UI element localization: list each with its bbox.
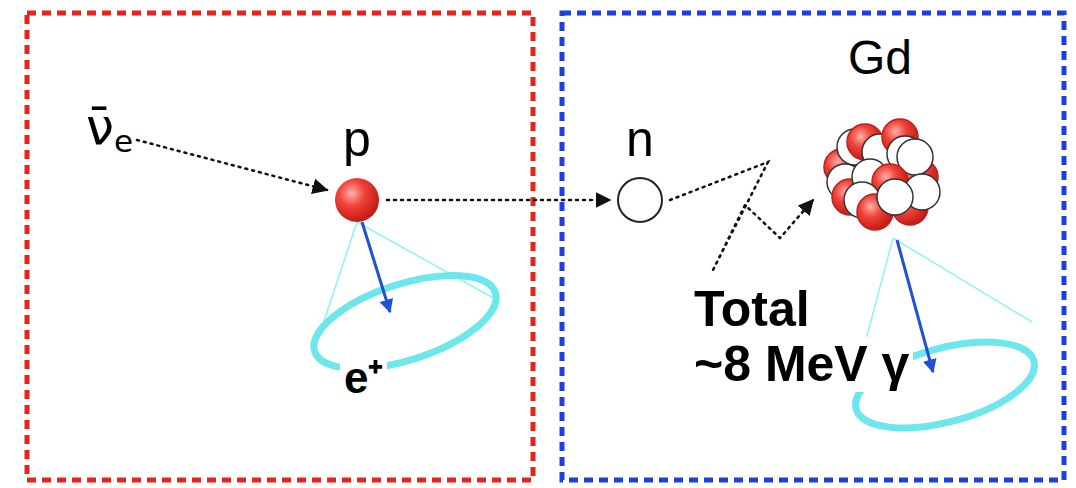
particle-label: e⁺ [340, 354, 387, 402]
proton-circle [335, 178, 379, 222]
node-label: p [327, 112, 387, 167]
node-label: ν̄e [82, 100, 137, 158]
neutron-circle [618, 178, 662, 222]
delayed-region [562, 13, 1064, 480]
particle-path [137, 140, 327, 190]
neutron-node: n [610, 112, 670, 226]
cherenkov-cone [893, 238, 1032, 322]
nucleon [877, 179, 913, 215]
node-label: n [610, 112, 670, 167]
label-text: e⁺ [340, 354, 387, 402]
particle-path [670, 162, 813, 272]
cherenkov-ring [303, 257, 507, 388]
energy-label: Total ~8 MeV γ [690, 282, 913, 392]
prompt-region [27, 13, 533, 480]
proton-node: p [327, 112, 387, 224]
label-text: Total ~8 MeV γ [690, 282, 913, 392]
positron-track [362, 222, 390, 312]
particle-path [387, 199, 610, 202]
node-label: Gd [813, 32, 947, 85]
nucleus-node: Gd [813, 32, 947, 237]
particle-label: ν̄e [82, 100, 137, 158]
